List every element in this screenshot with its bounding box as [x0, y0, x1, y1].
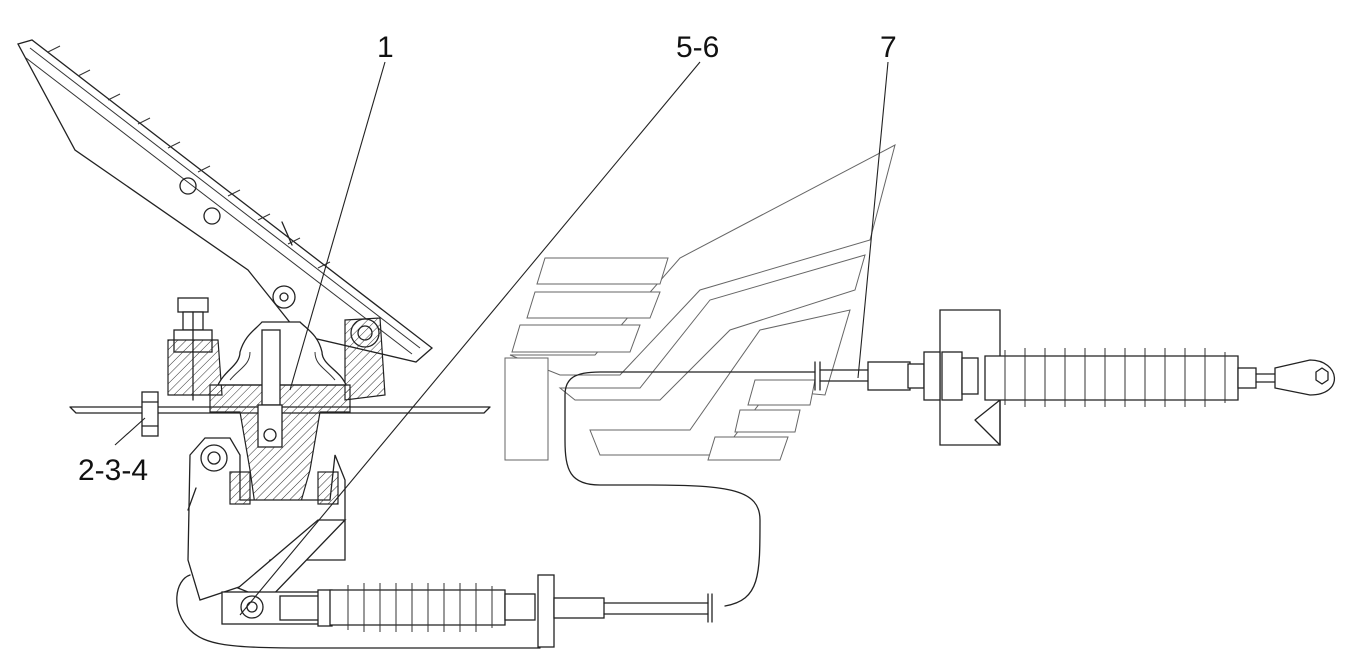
callout-1: 1	[377, 31, 394, 64]
leader-lines	[114, 61, 889, 616]
callout-7: 7	[880, 31, 897, 64]
background-logo-watermark	[504, 144, 896, 461]
upper-cable-end	[814, 309, 1335, 446]
cable-loop	[176, 371, 816, 649]
lever-bracket	[187, 437, 347, 601]
lower-bellows	[329, 583, 506, 632]
pedal-arm	[17, 39, 434, 401]
callout-2-3-4: 2-3-4	[78, 454, 148, 487]
pedal-treads	[47, 45, 331, 269]
upper-bellows	[984, 348, 1239, 407]
mount-bolt	[167, 297, 223, 401]
floor-nut	[141, 391, 159, 437]
callout-5-6: 5-6	[676, 31, 719, 64]
leader-line-7	[857, 61, 889, 379]
leader-line-2-3-4	[114, 417, 146, 446]
leader-line-1	[289, 61, 386, 391]
leader-line-5-6	[239, 61, 701, 616]
pedal-boot	[209, 285, 351, 506]
lower-cable-end	[221, 574, 713, 648]
